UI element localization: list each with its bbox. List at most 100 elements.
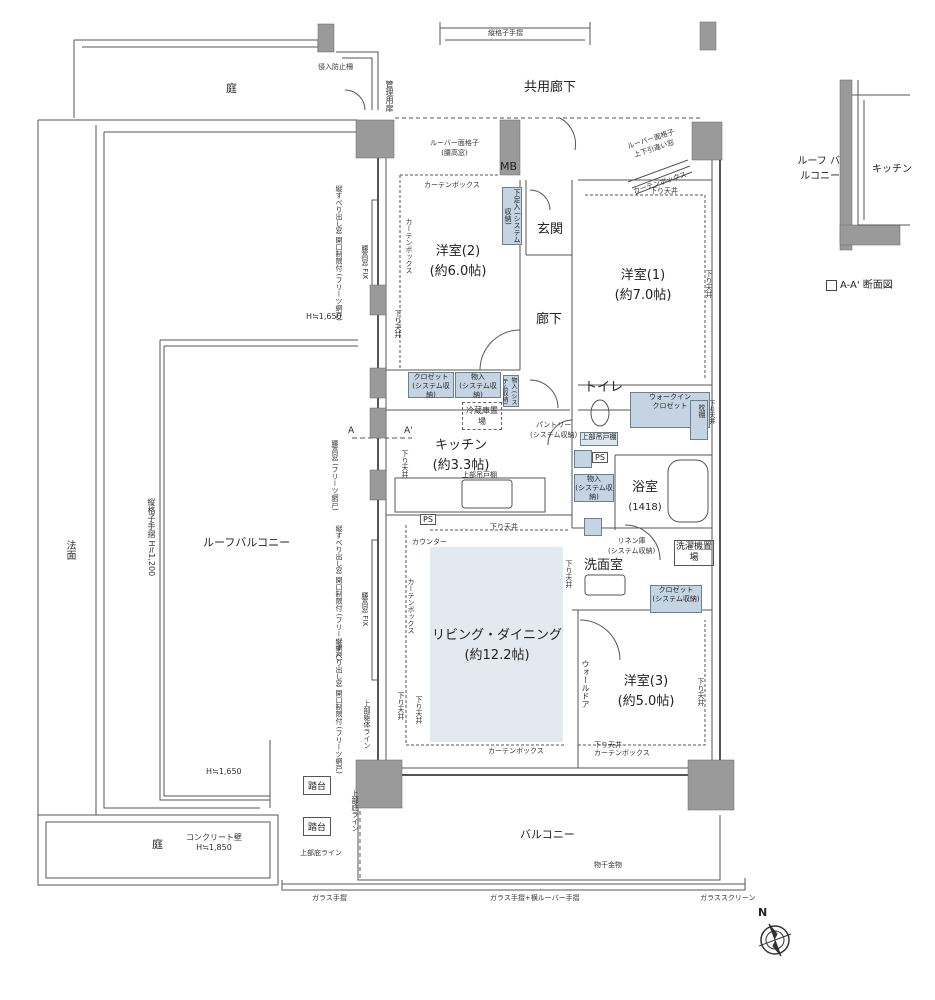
column-top-right: [691, 121, 723, 161]
vertical-railing-label: 縦格子手摺 H≒1,200: [147, 498, 156, 577]
balcony-label: バルコニー: [520, 828, 575, 841]
closet-western2: クロゼット (システム収納): [408, 372, 454, 399]
storage-bath-sub: (システム収納): [575, 484, 613, 501]
wall-door-label: ウォールドア: [581, 660, 590, 708]
louver-lattice-1-sub: (腰高窓): [441, 149, 468, 157]
upper-cabinet-label: 上部吊戸棚: [581, 433, 617, 441]
closet-western3-label: クロゼット: [658, 586, 694, 594]
pantry-text: パントリー: [535, 421, 572, 429]
walkin-label: クロゼット: [652, 402, 688, 410]
ceiling-down-w3: 下り天井: [697, 678, 705, 706]
curtain-box-w3: カーテンボックス: [594, 749, 650, 757]
western3-size: (約5.0帖): [617, 694, 675, 709]
living-size: (約12.2帖): [464, 648, 530, 663]
living-area-tint: [430, 547, 563, 742]
closet-western3: クロゼット (システム収納): [650, 585, 702, 613]
ceiling-down-k: 下り天井: [401, 450, 409, 478]
upper-cabinet-box: 上部吊戸棚: [580, 432, 618, 446]
counter-label: カウンター: [412, 538, 447, 546]
curtain-box-ld-v: カーテンボックス: [407, 578, 415, 634]
window-open-limit-1: 縦すべり出し窓 開口制限付 (フリーツ網戸): [335, 185, 343, 321]
western3-label: 洋室(3) (約5.0帖): [616, 672, 676, 712]
curtain-box-w2-v: カーテンボックス: [405, 218, 413, 274]
window-fix-1: 腰高窓 FIX: [361, 245, 369, 280]
closet-western2-label: クロゼット: [413, 373, 449, 381]
section-a: A: [348, 426, 355, 436]
window-fix-2: 腰高窓 FIX: [361, 592, 369, 627]
western2-label: 洋室(2) (約6.0帖): [428, 242, 488, 282]
roof-balcony-label: ルーフバルコニー: [203, 536, 291, 549]
hallway-label: 廊下: [536, 312, 563, 327]
bath-name: 浴室: [631, 480, 658, 495]
living-label: リビング・ダイニング (約12.2帖): [430, 626, 564, 666]
upper-body-line: 上部躯体ライン: [363, 700, 371, 749]
garden-top-outline: [73, 39, 319, 118]
glass-railing-left: ガラス手摺: [312, 894, 347, 902]
western1-name: 洋室(1): [620, 268, 666, 283]
kitchen-name: キッチン: [434, 438, 487, 453]
misc-storage-1: [574, 450, 592, 468]
ceiling-down-w1: 下り天井: [705, 270, 713, 298]
ps-label-1: PS: [592, 452, 608, 463]
linen-label: リネン庫 (システム収納): [608, 536, 655, 556]
ceiling-down-ld: 下り天井: [490, 523, 518, 531]
entrance-label: 玄関: [537, 222, 564, 237]
window-open-limit-2: 縦すべり出し窓 開口制限付 (フリーツ網戸): [335, 525, 343, 661]
pantry-sub: (システム収納): [530, 431, 578, 439]
linen-sub: (システム収納): [608, 547, 656, 555]
glass-louver-railing: ガラス手摺+横ルーバー手摺: [490, 894, 580, 902]
ceiling-down-w1v: 下り天井: [708, 400, 715, 424]
washroom-label: 洗面室: [584, 558, 624, 573]
living-name: リビング・ダイニング: [431, 628, 562, 643]
h1650-top: H≒1,650: [306, 312, 342, 321]
ceiling-down-top: 下り天井: [650, 187, 678, 195]
section-caption-text: A-A' 断面図: [840, 280, 893, 291]
closet-western2-sub: (システム収納): [412, 382, 450, 399]
window-open-limit-3: 縦すべり出し窓 開口制限付 (フリーツ網戸): [335, 638, 343, 774]
misc-storage-3: [690, 400, 708, 440]
bath-label: 浴室 (1418): [622, 478, 668, 518]
ceiling-down-ld2: 下り天井: [397, 692, 405, 720]
upper-eaves-line: 上部庇ライン: [300, 849, 342, 857]
common-corridor-label: 共用廊下: [524, 80, 577, 95]
h1650-bottom: H≒1,650: [206, 767, 242, 776]
curtain-box-ld: カーテンボックス: [488, 747, 544, 755]
western1-size: (約7.0帖): [614, 288, 672, 303]
concrete-wall-text: コンクリート壁: [186, 833, 242, 842]
storage-bath: 物入 (システム収納): [574, 474, 614, 502]
linen-text: リネン庫: [617, 537, 646, 545]
column-bottom-right: [687, 759, 735, 811]
concrete-wall-height: H≒1,850: [196, 843, 232, 852]
toilet-label: トイレ: [584, 380, 624, 395]
louver-lattice-1: ルーバー面格子 (腰高窓): [430, 138, 479, 158]
western1-label: 洋室(1) (約7.0帖): [613, 266, 673, 306]
curtain-box-w2: カーテンボックス: [424, 181, 480, 189]
fridge-space: 冷蔵庫置場: [462, 402, 502, 430]
window-kitchen: 腰高窓 (フリーツ網戸): [331, 440, 339, 511]
section-caption: A-A' 断面図: [826, 276, 893, 291]
closet-western3-sub: (システム収納): [652, 595, 700, 603]
pedestal-2: 踏台: [303, 817, 332, 836]
storage-western2: 物入 (システム収納): [455, 372, 501, 399]
pedestal-1: 踏台: [303, 776, 332, 795]
washer-space: 洗濯機置場: [674, 540, 714, 566]
ceiling-down-wash: 下り天井: [565, 560, 573, 588]
laundry-hardware: 物干金物: [594, 861, 622, 869]
management-door: 管理用扉: [385, 80, 394, 112]
walkin-side: 枕棚: [698, 404, 706, 418]
concrete-wall-label: コンクリート壁 H≒1,850: [186, 832, 242, 852]
upper-eaves-line-v: 上部庇ライン: [351, 790, 359, 832]
western2-size: (約6.0帖): [429, 264, 487, 279]
ceiling-down-w2: 下り天井: [394, 310, 402, 338]
compass-north: N: [758, 906, 768, 919]
western3-name: 洋室(3): [623, 674, 669, 689]
mb-shaft: [499, 119, 521, 176]
compass-rose: [758, 923, 792, 957]
misc-storage-2: [584, 518, 602, 536]
walkin-title: ウォークイン: [649, 393, 691, 401]
intrusion-fence: 侵入防止柵: [318, 63, 353, 71]
ceiling-down-w3b: 下り天井: [594, 741, 622, 749]
section-roof-balcony: ルーフ バルコニー: [797, 156, 840, 182]
kitchen-label: キッチン (約3.3帖): [430, 436, 492, 476]
ceiling-down-ld3: 下り天井: [415, 696, 423, 724]
